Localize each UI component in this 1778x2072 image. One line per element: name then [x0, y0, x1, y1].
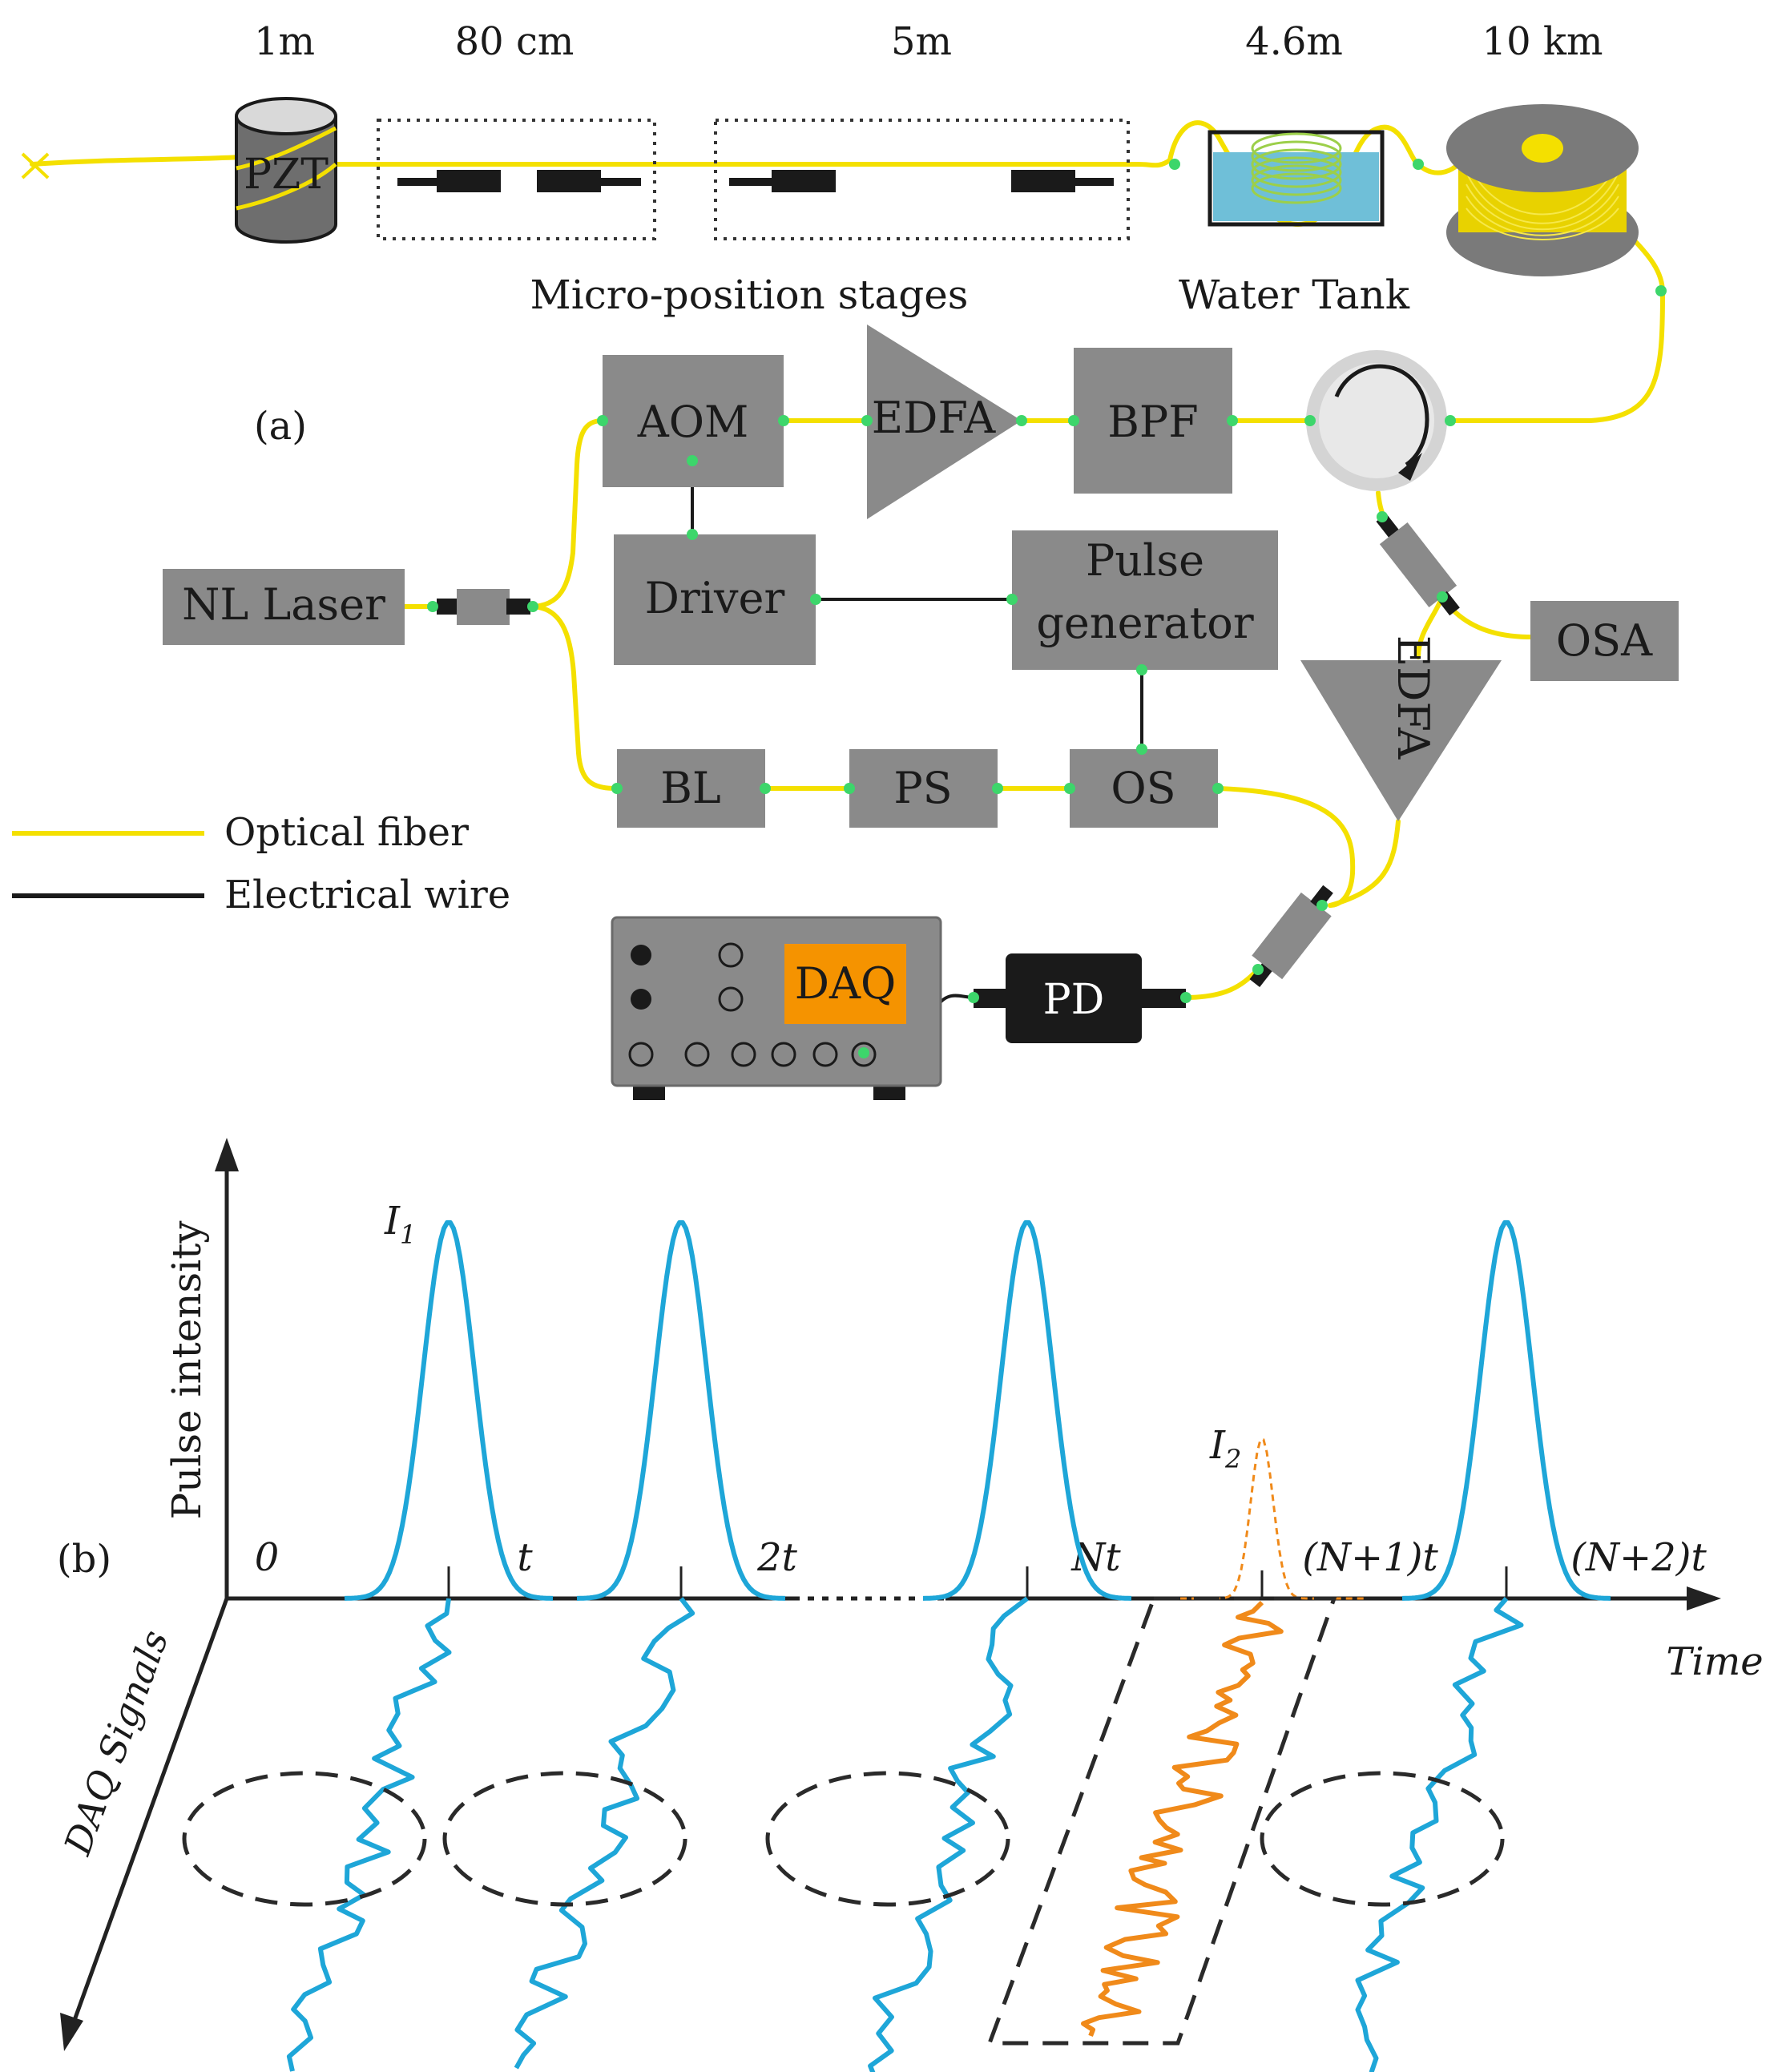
- fiber-split-up: [528, 418, 605, 609]
- ps-label: PS: [893, 763, 952, 813]
- legend-wire-label: Electrical wire: [224, 873, 510, 917]
- fiber-coupler2-edfa: [1416, 595, 1445, 659]
- length-stage1: 80 cm: [455, 19, 575, 64]
- pulsegen-label-1: Pulse: [1086, 535, 1204, 586]
- laser-box: [163, 569, 405, 645]
- stage-box-5m: [714, 119, 1130, 240]
- bpf-box: [1074, 348, 1232, 494]
- caption-tank: Water Tank: [1179, 272, 1410, 318]
- edfa2-label: EDFA: [1388, 635, 1438, 760]
- fiber-edfa2-coupler3: [1328, 819, 1401, 908]
- pulsegen-label-2: generator: [1036, 598, 1253, 648]
- tick-5: (N+2)t: [1570, 1535, 1707, 1580]
- tick-4: (N+1)t: [1302, 1535, 1438, 1580]
- panel-a-label: (a): [254, 404, 307, 449]
- x-axis-arrow-icon: [1687, 1586, 1721, 1610]
- pzt-cylinder: PZT: [235, 97, 337, 244]
- bl-label: BL: [660, 763, 721, 813]
- length-stage2: 5m: [891, 19, 952, 64]
- osa-box: [1530, 601, 1679, 681]
- driver-box: [614, 534, 816, 665]
- coupler-laser: [437, 589, 530, 625]
- trace-ellipse-2: [442, 1771, 687, 1907]
- daq-trace-3: [868, 1596, 1029, 2072]
- os-box: [1070, 749, 1218, 828]
- pulse-4: [1401, 1219, 1611, 1601]
- coupler-circ: [1376, 513, 1460, 616]
- coupler-pd: [1249, 885, 1333, 988]
- pulse-3: [922, 1219, 1132, 1601]
- pzt-label: PZT: [244, 151, 329, 199]
- osa-label: OSA: [1556, 615, 1653, 666]
- z-axis-arrow-icon: [60, 2013, 83, 2051]
- aom-label: AOM: [637, 397, 749, 447]
- bpf-label: BPF: [1107, 397, 1198, 447]
- laser-label: NL Laser: [182, 579, 385, 630]
- pulse-2: [576, 1219, 786, 1601]
- tick-0: 0: [255, 1535, 280, 1580]
- fiber-split-down: [528, 604, 619, 791]
- pulse-1: [344, 1219, 554, 1601]
- bl-box: [617, 749, 765, 828]
- legend: Optical fiber Electrical wire: [12, 810, 510, 917]
- peak-label-i1: I1: [384, 1199, 416, 1250]
- fiber-spool: [1446, 104, 1639, 276]
- fiber-end-x-icon: [21, 152, 50, 179]
- ps-box: [849, 749, 998, 828]
- legend-fiber-label: Optical fiber: [224, 810, 469, 855]
- fiber-input: [30, 155, 243, 167]
- driver-label: Driver: [645, 573, 785, 623]
- edfa1-label: EDFA: [872, 393, 996, 443]
- os-label: OS: [1111, 763, 1175, 813]
- anomaly-parallelogram: [986, 1596, 1337, 2046]
- panel-b-label: (b): [57, 1537, 111, 1582]
- photodetector: PD: [974, 953, 1186, 1043]
- fiber-spool-loop: [1448, 230, 1666, 423]
- length-tank: 4.6m: [1245, 19, 1343, 64]
- fiber-os-coupler3: [1216, 786, 1356, 908]
- daq-trace-4: [1355, 1597, 1524, 2072]
- daq-instrument: DAQ: [611, 916, 942, 1100]
- stage-box-80cm: [377, 119, 656, 240]
- length-pzt: 1m: [254, 19, 315, 64]
- x-axis-label: Time: [1666, 1639, 1763, 1684]
- fiber-coupler3-pd: [1183, 969, 1259, 1000]
- z-axis-label: DAQ Signals: [55, 1624, 176, 1860]
- y-axis-arrow-icon: [215, 1138, 239, 1171]
- z-axis: [68, 1598, 229, 2032]
- y-axis-label: Pulse intensity: [163, 1220, 210, 1520]
- connection-nodes: [427, 159, 1667, 1058]
- pd-label: PD: [1043, 976, 1105, 1024]
- edfa1-amplifier: [867, 325, 1022, 519]
- trace-ellipse-3: [765, 1771, 1010, 1907]
- pulsegen-box: [1012, 530, 1278, 670]
- peak-label-i2: I2: [1209, 1423, 1241, 1474]
- tick-2: 2t: [756, 1535, 798, 1580]
- daq-label: DAQ: [795, 958, 897, 1009]
- circulator: [1306, 350, 1447, 491]
- water-tank: [1208, 130, 1385, 227]
- edfa2-amplifier: [1300, 660, 1502, 821]
- tick-1: t: [517, 1535, 533, 1580]
- trace-ellipse-4: [1260, 1771, 1505, 1907]
- length-spool: 10 km: [1482, 19, 1603, 64]
- fiber-stages: [326, 158, 1172, 168]
- daq-trace-anomaly: [1081, 1600, 1284, 2037]
- daq-trace-2: [514, 1597, 695, 2070]
- daq-trace-1: [286, 1598, 452, 2072]
- daq-screen: [784, 944, 906, 1024]
- caption-stages: Micro-position stages: [530, 272, 969, 318]
- pulse-anomaly: [1158, 1438, 1366, 1600]
- trace-ellipse-1: [182, 1771, 427, 1907]
